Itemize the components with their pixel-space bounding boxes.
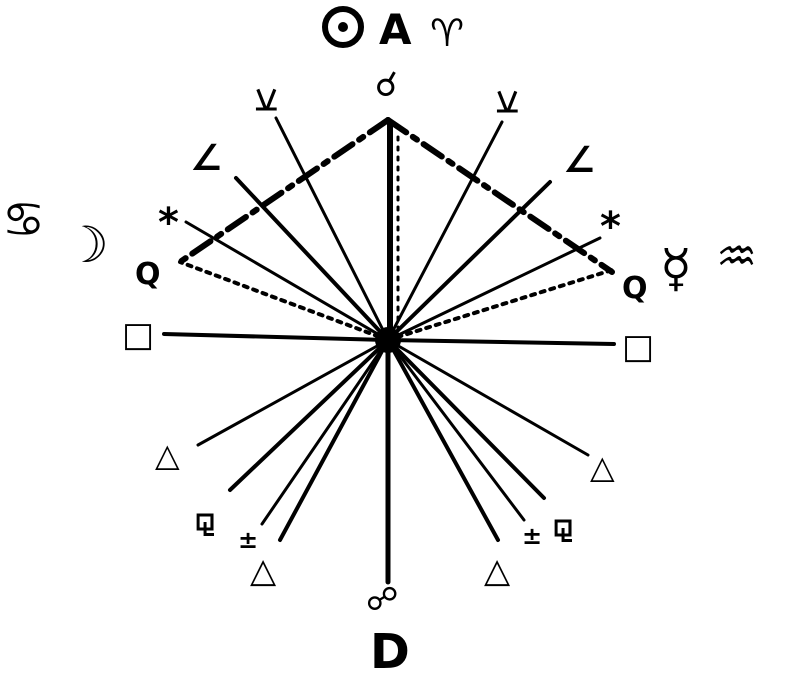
line-inconjunct-left (278, 338, 390, 542)
sextile-icon-right: * (600, 204, 621, 250)
moon-icon: ☽ (64, 216, 109, 274)
inconjunct-icon-right: △ (484, 551, 511, 591)
opposition-icon: ☍ (366, 580, 398, 618)
mercury-icon: ☿ (660, 239, 692, 299)
trine-icon-left: △ (155, 436, 180, 474)
center-point (375, 327, 401, 353)
bottom-label: ☍ D (366, 580, 410, 674)
line-biquintile-left (260, 338, 390, 526)
top-letter: A (379, 5, 412, 54)
trine-icon-right: △ (590, 448, 615, 486)
triangle-edge-left (177, 117, 391, 265)
semisextile-icon-left: ⚺ (255, 79, 278, 119)
semisquare-icon-left: ∠ (190, 138, 222, 179)
line-square-left (162, 332, 390, 342)
line-trine-right (386, 338, 590, 457)
square-icon-left: □ (122, 315, 154, 355)
line-inconjunct-right (386, 338, 500, 542)
biquintile-icon-right: ± (522, 522, 542, 550)
semisquare-icon-right: ∠ (563, 140, 595, 181)
sesquiquadrate-icon-left: ⚼ (194, 500, 216, 538)
dashdot-triangle (177, 117, 615, 275)
top-label: A ♈ ☌ (322, 5, 464, 105)
quintile-icon-right: Q (622, 271, 648, 306)
square-icon-right: □ (622, 327, 654, 367)
line-square-right (386, 338, 616, 346)
bottom-letter: D (370, 624, 410, 674)
sun-icon (322, 6, 364, 48)
inconjunct-icon-left: △ (250, 551, 277, 591)
aquarius-icon: ♒ (716, 229, 757, 283)
line-semisextile-left (274, 116, 390, 342)
conjunction-icon: ☌ (375, 65, 398, 105)
sun-icon-dot (338, 22, 348, 32)
left-label: ♋ ☽ (2, 192, 109, 274)
triangle-edge-right (385, 117, 615, 275)
right-label: ☿ ♒ (660, 229, 757, 299)
quintile-icon-left: Q (135, 257, 161, 292)
line-sesquiquadrate-right (386, 338, 546, 500)
line-biquintile-right (386, 338, 526, 522)
line-trine-left (196, 338, 390, 447)
line-sextile-right (386, 236, 602, 342)
sextile-icon-left: * (158, 200, 179, 246)
aspect-labels-left: ⚺ ∠ * Q □ △ ⚼ ± △ (122, 79, 278, 591)
aspect-lines (162, 116, 616, 585)
line-quintile-left (178, 260, 390, 342)
aspect-labels-right: ⚺ ∠ * Q □ △ ⚼ ± △ (484, 81, 654, 591)
cancer-icon: ♋ (2, 192, 45, 248)
line-sextile-left (184, 220, 390, 342)
aries-icon: ♈ (430, 11, 464, 55)
biquintile-icon-left: ± (238, 526, 258, 554)
line-sesquiquadrate-left (228, 338, 390, 492)
sesquiquadrate-icon-right: ⚼ (552, 506, 574, 544)
line-semisextile-right (386, 120, 504, 342)
line-quintile-right (386, 268, 614, 342)
line-semisquare-left (234, 176, 390, 342)
semisextile-icon-right: ⚺ (496, 81, 519, 121)
